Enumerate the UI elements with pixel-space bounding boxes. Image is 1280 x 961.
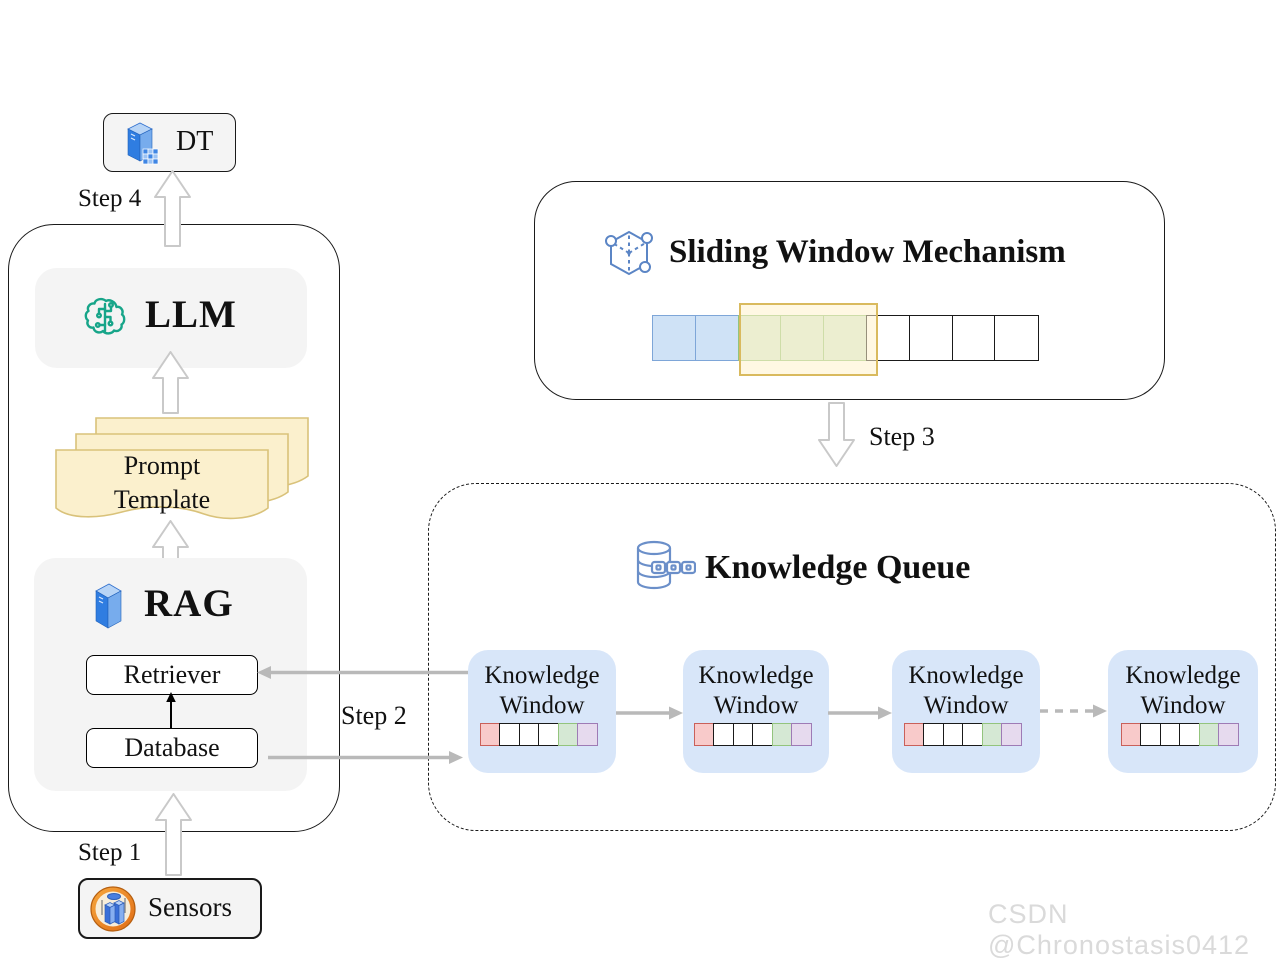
kw3-to-kw4-dashed-arrow xyxy=(1040,704,1107,718)
kw1-line1: Knowledge xyxy=(484,662,600,689)
watermark: CSDN @Chronostasis0412 xyxy=(988,899,1251,960)
kw4-cells xyxy=(1121,723,1240,746)
knowledge-queue-panel xyxy=(428,483,1276,831)
purple-cell xyxy=(791,723,813,746)
step1-arrow xyxy=(155,793,192,876)
step2-label: Step 2 xyxy=(341,701,407,730)
step3-label: Step 3 xyxy=(869,422,935,451)
red-cell xyxy=(1121,723,1142,746)
sensors-icon xyxy=(89,885,137,933)
white-cell xyxy=(942,723,964,746)
sensors-label: Sensors xyxy=(148,892,233,922)
step1-label: Step 1 xyxy=(78,839,142,866)
diagram-canvas: { "diagram": { "dt_label": "DT", "step4"… xyxy=(8,113,1276,960)
sliding-window-highlight xyxy=(739,303,878,376)
kw4-line2: Window xyxy=(1140,692,1226,719)
white-cell xyxy=(1159,723,1181,746)
database-label: Database xyxy=(124,733,220,762)
prompt-template-stack xyxy=(55,417,309,520)
green-cell xyxy=(981,723,1003,746)
white-cell xyxy=(538,723,560,746)
step3-arrow xyxy=(818,402,855,467)
blue-cell xyxy=(652,315,697,361)
red-cell xyxy=(694,723,715,746)
white-cell xyxy=(1179,723,1201,746)
white-cell xyxy=(518,723,540,746)
prompt-template-line1: Prompt xyxy=(123,451,201,480)
digital-twin-icon xyxy=(118,119,164,167)
red-cell xyxy=(904,723,925,746)
kw1-cells xyxy=(480,723,599,746)
white-cell xyxy=(908,315,954,361)
window-to-retriever-arrow xyxy=(257,666,468,679)
kw2-to-kw3-arrow xyxy=(828,706,892,720)
green-cell xyxy=(771,723,793,746)
rag-server-icon xyxy=(88,580,128,632)
prompt-to-llm-arrow xyxy=(152,351,189,414)
sliding-window-title: Sliding Window Mechanism xyxy=(669,234,1066,270)
purple-cell xyxy=(1218,723,1240,746)
knowledge-window-3: Knowledge Window xyxy=(892,650,1040,773)
white-cell xyxy=(713,723,735,746)
white-cell xyxy=(994,315,1039,361)
sliding-window-panel: Sliding Window Mechanism xyxy=(534,181,1165,400)
knowledge-window-4: Knowledge Window xyxy=(1108,650,1258,773)
green-cell xyxy=(557,723,579,746)
kw1-line2: Window xyxy=(499,692,585,719)
database-node: Database xyxy=(86,728,258,768)
database-to-retriever-arrow xyxy=(166,692,176,729)
sensors-node: Sensors xyxy=(78,878,262,939)
kw3-line1: Knowledge xyxy=(908,662,1024,689)
white-cell xyxy=(1140,723,1162,746)
red-cell xyxy=(480,723,501,746)
kw4-line1: Knowledge xyxy=(1125,662,1241,689)
white-cell xyxy=(962,723,984,746)
purple-cell xyxy=(577,723,599,746)
kw1-to-kw2-arrow xyxy=(616,706,683,720)
white-cell xyxy=(752,723,774,746)
llm-brain-icon xyxy=(83,295,129,341)
white-cell xyxy=(732,723,754,746)
blue-cell xyxy=(694,315,740,361)
prompt-template-label: Prompt Template xyxy=(56,449,268,517)
step4-label: Step 4 xyxy=(78,185,142,212)
llm-label: LLM xyxy=(145,293,237,336)
knowledge-window-1: Knowledge Window xyxy=(468,650,616,773)
kw2-line2: Window xyxy=(713,692,799,719)
dt-label: DT xyxy=(176,126,214,157)
rag-label: RAG xyxy=(144,582,234,625)
knowledge-queue-title: Knowledge Queue xyxy=(705,549,971,586)
database-chain-icon xyxy=(630,536,696,598)
database-to-window-arrow xyxy=(268,751,463,764)
white-cell xyxy=(499,723,521,746)
prompt-template-line2: Template xyxy=(113,485,211,514)
kw3-line2: Window xyxy=(923,692,1009,719)
white-cell xyxy=(923,723,945,746)
green-cell xyxy=(1198,723,1220,746)
white-cell xyxy=(951,315,996,361)
kw2-cells xyxy=(694,723,813,746)
cube-wireframe-icon xyxy=(603,226,657,282)
retriever-node: Retriever xyxy=(86,655,258,695)
kw3-cells xyxy=(904,723,1023,746)
retriever-label: Retriever xyxy=(123,660,221,689)
kw2-line1: Knowledge xyxy=(698,662,814,689)
step4-arrow xyxy=(154,170,191,247)
purple-cell xyxy=(1001,723,1023,746)
dt-node: DT xyxy=(103,113,236,172)
knowledge-window-2: Knowledge Window xyxy=(683,650,829,773)
